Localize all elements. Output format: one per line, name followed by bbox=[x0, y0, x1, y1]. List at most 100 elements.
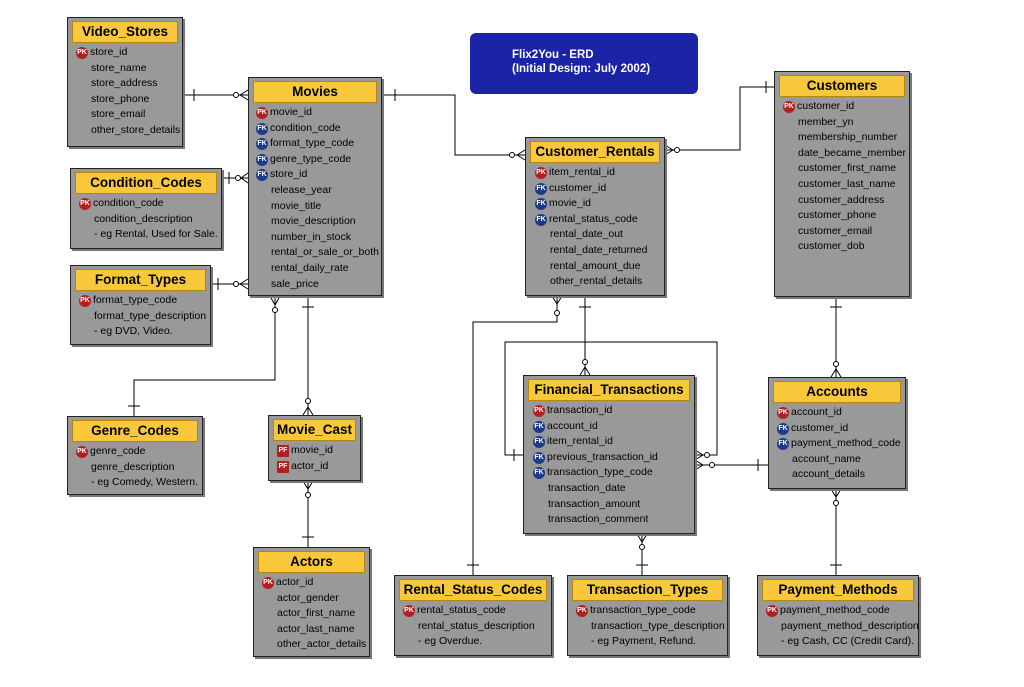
attribute-name: member_yn bbox=[798, 115, 854, 128]
attribute-name: format_type_description bbox=[94, 309, 207, 322]
entity-title: Genre_Codes bbox=[72, 420, 198, 442]
attribute-name: customer_first_name bbox=[798, 162, 897, 175]
attribute-row: membership_number bbox=[775, 130, 909, 146]
attribute-name: customer_last_name bbox=[798, 177, 896, 190]
entity-title: Customers bbox=[779, 75, 905, 97]
attribute-row: actor_first_name bbox=[254, 606, 369, 622]
attribute-row: customer_phone bbox=[775, 208, 909, 224]
attribute-name: customer_dob bbox=[798, 240, 865, 253]
attribute-name: genre_code bbox=[90, 445, 146, 457]
foreign-key-icon: FK bbox=[777, 438, 789, 451]
attribute-name: payment_method_description bbox=[781, 619, 919, 632]
attribute-name: movie_description bbox=[271, 215, 356, 228]
foreign-key-icon: FK bbox=[256, 138, 268, 151]
attribute-name: account_id bbox=[791, 406, 842, 418]
primary-key-icon: PK bbox=[403, 605, 415, 617]
attribute-name: payment_method_code bbox=[791, 437, 901, 450]
foreign-key-icon: FK bbox=[535, 182, 547, 195]
attribute-row: rental_status_description bbox=[395, 619, 551, 635]
link-movies-customer-rentals bbox=[382, 94, 525, 156]
attribute-name: movie_title bbox=[271, 199, 322, 212]
attribute-name: payment_method_code bbox=[780, 604, 890, 616]
entity-title: Format_Types bbox=[75, 269, 206, 291]
attribute-row: transaction_comment bbox=[524, 512, 694, 528]
foreign-key-icon: FK bbox=[533, 420, 545, 433]
entity-title: Financial_Transactions bbox=[528, 379, 690, 401]
attribute-name: store_email bbox=[91, 108, 146, 121]
foreign-key-icon: FK bbox=[777, 422, 789, 435]
attribute-name: transaction_type_code bbox=[590, 604, 696, 616]
primary-key-icon: PK bbox=[783, 101, 795, 113]
attribute-row: actor_last_name bbox=[254, 622, 369, 638]
attribute-row: number_in_stock bbox=[249, 230, 381, 246]
attribute-name: - eg Cash, CC (Credit Card). bbox=[781, 635, 915, 648]
attribute-name: account_id bbox=[547, 419, 598, 432]
attribute-name: sale_price bbox=[271, 277, 319, 290]
attribute-name: - eg Comedy, Western. bbox=[91, 476, 198, 489]
attribute-name: transaction_date bbox=[548, 481, 626, 494]
attribute-row: movie_title bbox=[249, 199, 381, 215]
attribute-row: - eg Payment, Refund. bbox=[568, 634, 727, 650]
attribute-name: customer_id bbox=[549, 181, 607, 194]
attribute-name: rental_daily_rate bbox=[271, 261, 349, 274]
attribute-row: - eg DVD, Video. bbox=[71, 324, 210, 340]
foreign-key-icon: FK bbox=[535, 213, 547, 226]
attribute-name: store_address bbox=[91, 77, 158, 90]
attribute-row: actor_gender bbox=[254, 591, 369, 607]
attribute-row: sale_price bbox=[249, 277, 381, 293]
attribute-row: rental_or_sale_or_both bbox=[249, 245, 381, 261]
attribute-row: - eg Comedy, Western. bbox=[68, 475, 202, 491]
primary-key-icon: PK bbox=[76, 446, 88, 458]
attribute-name: genre_type_code bbox=[270, 152, 352, 165]
attribute-row: account_name bbox=[769, 452, 905, 468]
attribute-name: actor_id bbox=[276, 576, 314, 588]
attribute-name: customer_id bbox=[797, 100, 855, 112]
attribute-name: item_rental_id bbox=[549, 166, 615, 178]
attribute-row: rental_date_out bbox=[526, 227, 664, 243]
entity-title: Payment_Methods bbox=[762, 579, 914, 601]
diagram-subtitle: (Initial Design: July 2002) bbox=[512, 63, 651, 75]
attribute-row: store_email bbox=[68, 107, 182, 123]
attribute-row: transaction_type_description bbox=[568, 619, 727, 635]
attribute-name: actor_gender bbox=[277, 591, 339, 604]
foreign-key-icon: FK bbox=[256, 169, 268, 182]
diagram-title-box: Flix2You - ERD (Initial Design: July 200… bbox=[470, 33, 698, 94]
foreign-key-icon: FK bbox=[256, 122, 268, 135]
attribute-name: membership_number bbox=[798, 131, 898, 144]
attribute-name: actor_id bbox=[291, 459, 329, 472]
attribute-name: format_type_code bbox=[93, 294, 178, 306]
attribute-row: customer_address bbox=[775, 193, 909, 209]
